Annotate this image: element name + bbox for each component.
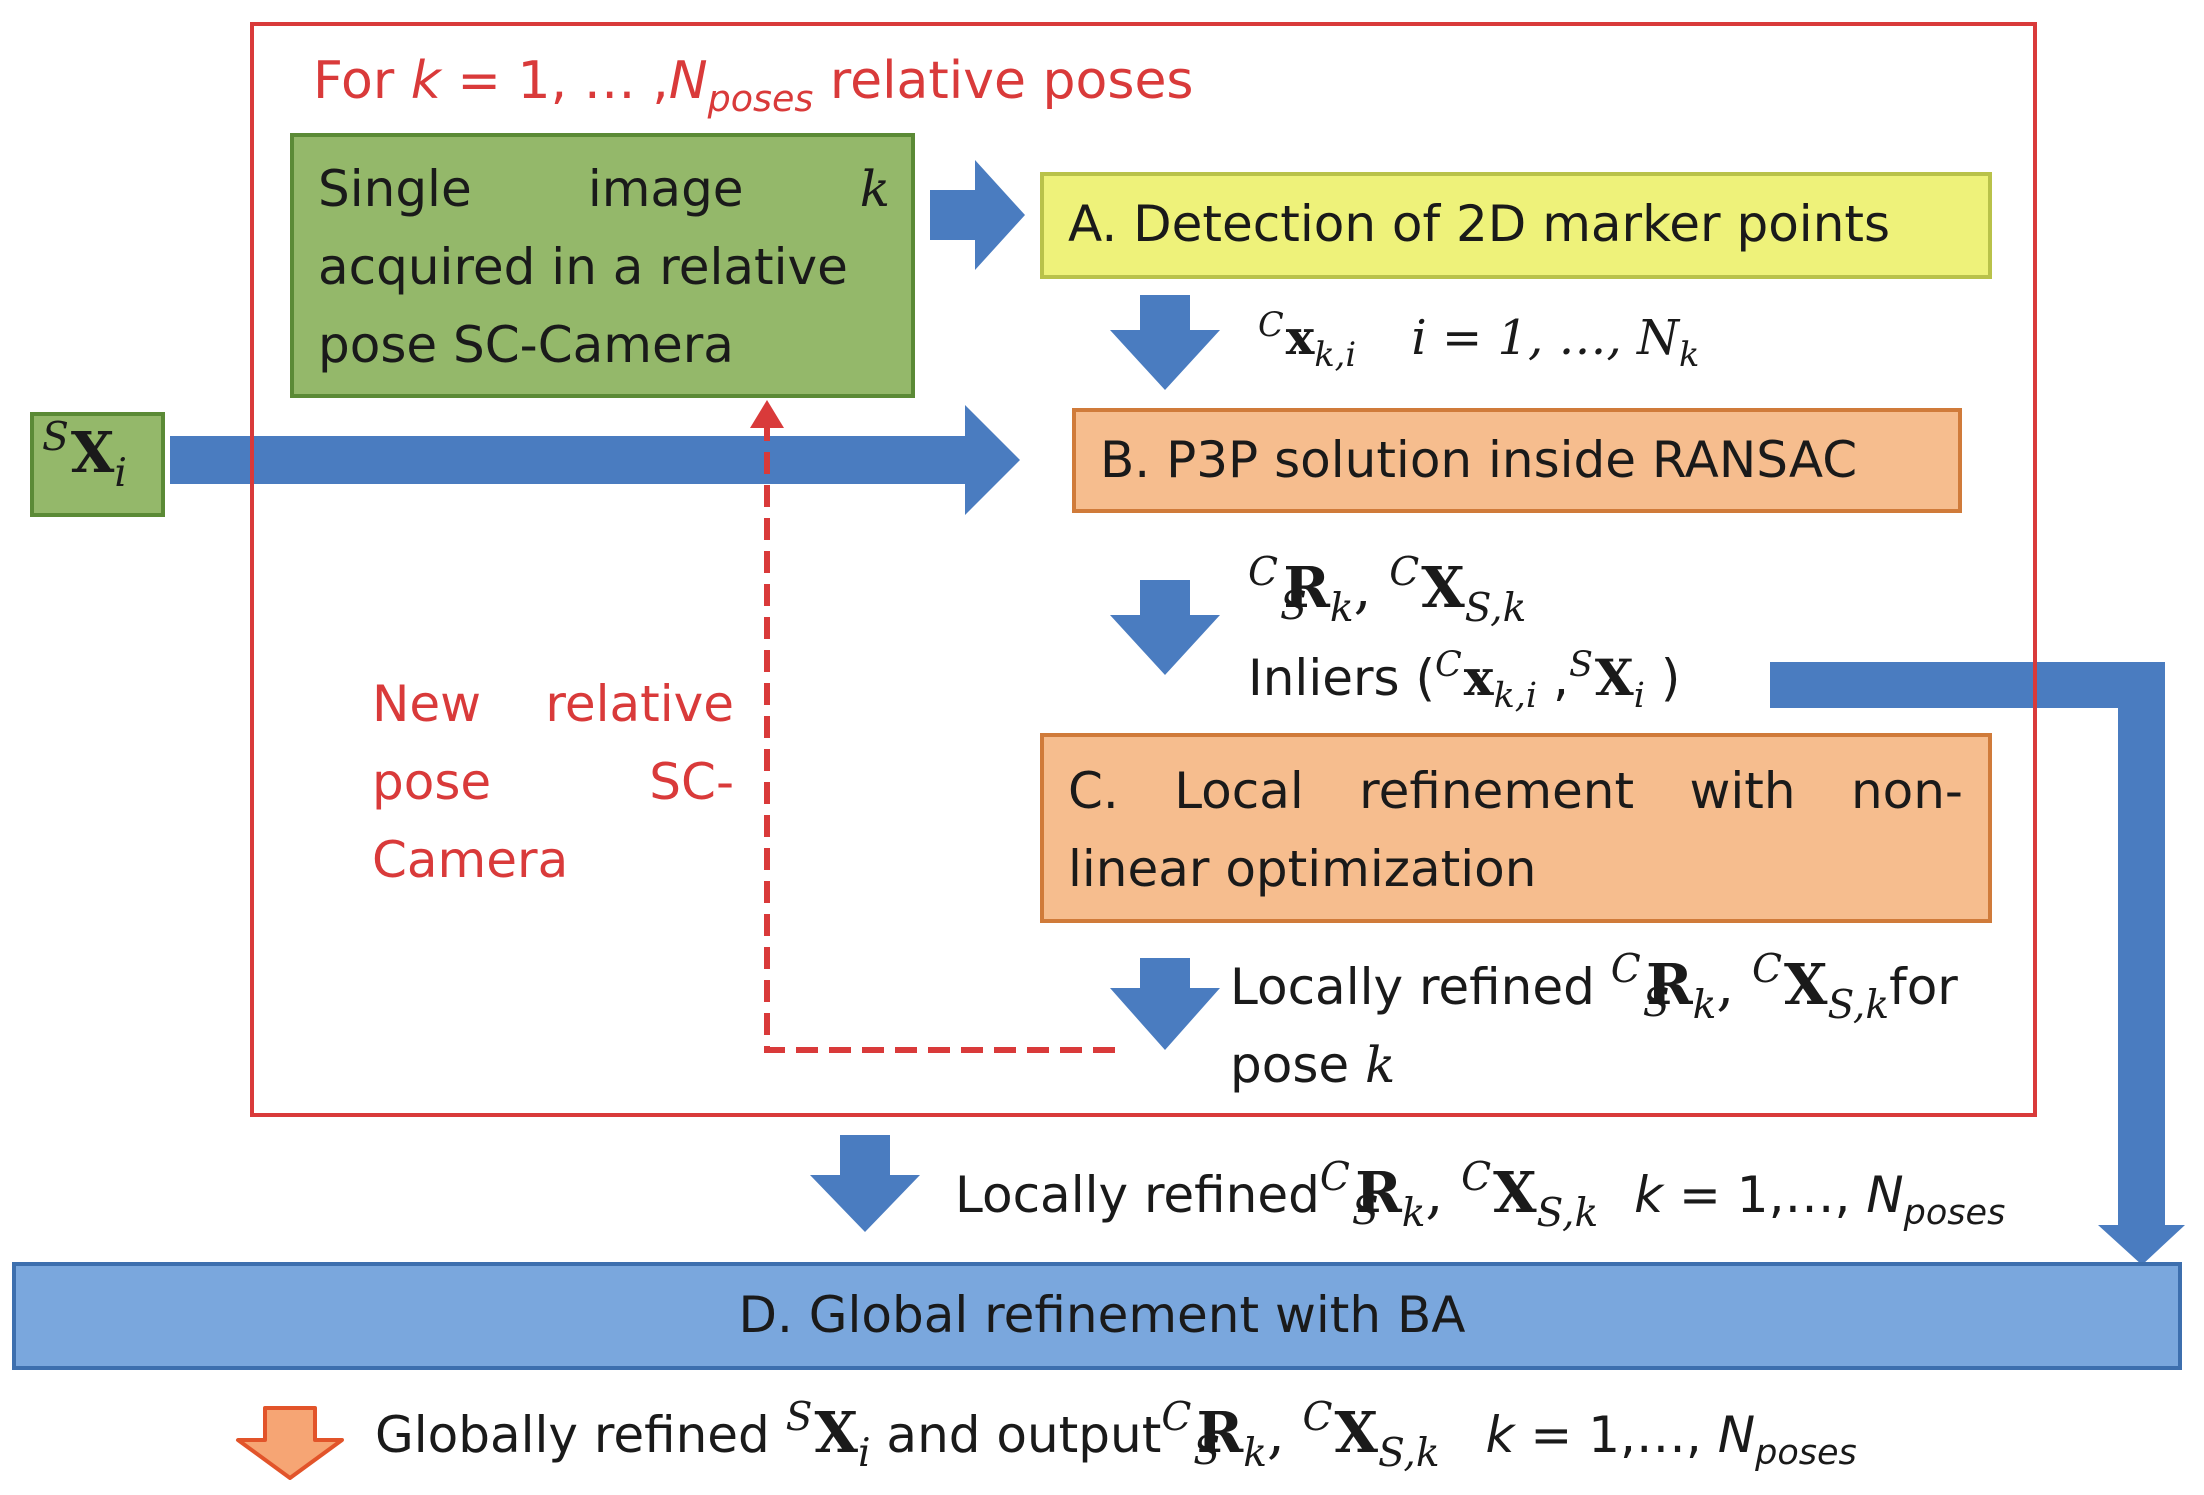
arrow-refinement-out: [1110, 958, 1220, 1050]
arrow-inliers-to-global: [1770, 662, 2185, 1265]
arrow-input-to-p3p: [170, 405, 1020, 515]
dashed-arrow-head: [750, 400, 784, 428]
arrow-image-to-detection: [930, 160, 1025, 270]
arrow-loop-to-global: [810, 1135, 920, 1232]
single-image-line-3: pose SC-Camera: [318, 316, 734, 374]
step-d-label: D. Global refinement with BA: [738, 1286, 1466, 1344]
step-d-global-box: [12, 1262, 2182, 1370]
input-points-label: SXi: [42, 415, 127, 496]
step-b-output-pose: CSRk, CXS,k: [1248, 550, 1527, 631]
arrow-final-output: [236, 1406, 344, 1480]
arrow-p3p-to-refinement: [1110, 580, 1220, 675]
arrow-detection-to-p3p: [1110, 295, 1220, 390]
step-c-refinement-box: [1040, 733, 1992, 923]
single-image-line-2: acquired in a relative: [318, 238, 848, 296]
loop-output-label: Locally refinedCSRk, CXS,k k = 1,…, Npos…: [955, 1155, 2006, 1236]
dashed-loop-back-line: [764, 412, 1115, 1053]
input-points-box: [30, 412, 165, 517]
step-a-detection-box: [1040, 172, 1992, 279]
single-image-box: [290, 133, 915, 398]
step-a-output: Cxk,i i = 1, …, Nk: [1258, 304, 1700, 374]
step-b-p3p-box: [1072, 408, 1962, 513]
step-b-label: B. P3P solution inside RANSAC: [1100, 431, 1858, 489]
step-a-label: A. Detection of 2D marker points: [1068, 195, 1891, 253]
loop-frame: [250, 22, 2037, 1117]
final-output-label: Globally refined SXi and outputCSRk, CXS…: [375, 1395, 1857, 1476]
step-c-output-line-2: pose k: [1230, 1036, 1396, 1094]
step-c-line-2: linear optimization: [1068, 840, 1537, 898]
new-pose-line-3: Camera: [372, 831, 569, 889]
step-b-output-inliers: Inliers (Cxk,i ,SXi ): [1248, 644, 1681, 717]
loop-header: For k = 1, … ,Nposes relative poses: [313, 51, 1194, 120]
step-c-output-line-1: Locally refined CSRk, CXS,kfor: [1230, 947, 1958, 1028]
